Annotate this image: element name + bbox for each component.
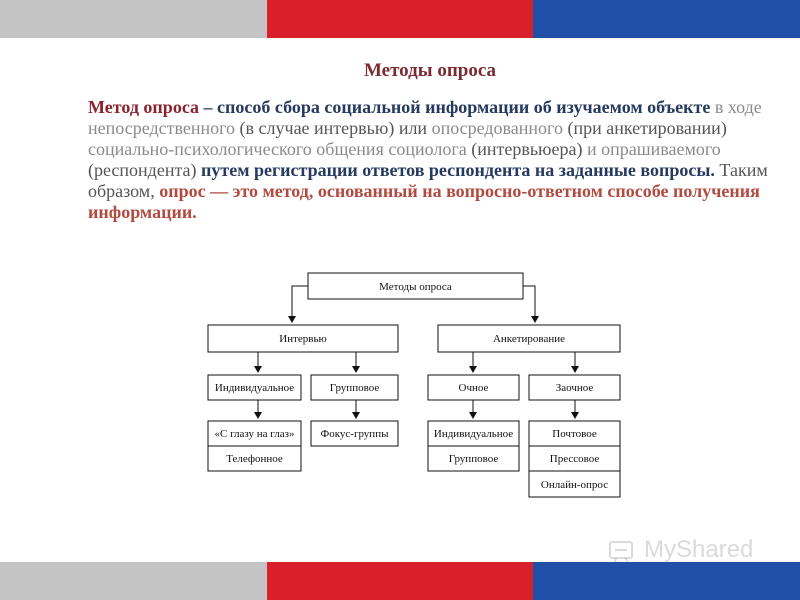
node-telephone-label: Телефонное — [226, 453, 283, 465]
node-interview-label: Интервью — [279, 333, 326, 345]
para-communication: социально-психологического общения социо… — [88, 139, 467, 159]
node-online-label: Онлайн-опрос — [541, 479, 608, 491]
para-interviewer: (интервьюера) — [466, 139, 583, 159]
band-gray-segment — [0, 0, 267, 38]
node-q-individual-label: Индивидуальное — [434, 428, 513, 440]
node-focus-groups-label: Фокус-группы — [321, 428, 390, 440]
node-postal-label: Почтовое — [552, 428, 597, 440]
para-definition: – способ сбора социальной информации об … — [199, 97, 711, 117]
para-term: Метод опроса — [88, 97, 200, 117]
para-direct: в ходе непосредственного — [88, 97, 762, 138]
para-respondent: (респондента) — [88, 160, 197, 180]
band-blue-segment — [533, 0, 800, 38]
node-inperson-box — [427, 374, 520, 401]
node-focus-groups-box — [310, 420, 399, 447]
para-thus: Таким образом, — [88, 160, 768, 201]
node-group-box — [310, 374, 399, 401]
node-questionnaire-box — [437, 324, 621, 353]
band-gray-segment-bottom — [0, 562, 267, 600]
slide-title: Методы опроса — [363, 60, 497, 81]
bottom-color-band — [0, 562, 800, 600]
node-correspondence-box — [528, 374, 621, 401]
node-individual-box — [207, 374, 302, 401]
watermark-text: MyShared — [644, 536, 754, 563]
node-root-box — [307, 272, 524, 300]
node-q-group-label: Групповое — [449, 453, 499, 465]
para-mediated: опосредованного — [427, 118, 563, 138]
arrow-root-interview — [288, 285, 308, 323]
band-red-segment-bottom — [267, 562, 533, 600]
node-interview-box — [207, 324, 399, 353]
node-correspondence-types-box — [528, 420, 621, 498]
node-inperson-label: Очное — [459, 382, 489, 394]
para-based-on: основанный на вопросно-ответном способе … — [88, 181, 760, 222]
para-survey-is-method: опрос — это метод, — [154, 181, 314, 201]
band-blue-segment-bottom — [533, 562, 800, 600]
watermark-icon — [609, 541, 633, 566]
node-press-label: Прессовое — [550, 453, 600, 465]
node-group-label: Групповое — [330, 382, 380, 394]
para-questionnaire-note: (при анкетировании) — [563, 118, 727, 138]
para-registration: путем регистрации ответов респондента на… — [196, 160, 715, 180]
node-face-to-face-label: «С глазу на глаз» — [215, 428, 295, 440]
top-color-band — [0, 0, 800, 38]
para-interview-note: (в случае интервью) или — [235, 118, 428, 138]
arrow-root-questionnaire — [523, 285, 539, 323]
band-red-segment — [267, 0, 533, 38]
node-root-label: Методы опроса — [379, 281, 452, 293]
node-individual-label: Индивидуальное — [215, 382, 294, 394]
para-respondent-intro: и опрашиваемого — [582, 139, 721, 159]
node-correspondence-label: Заочное — [556, 382, 594, 394]
node-questionnaire-label: Анкетирование — [493, 333, 565, 345]
definition-paragraph: Метод опроса – способ сбора социальной и… — [88, 97, 778, 223]
